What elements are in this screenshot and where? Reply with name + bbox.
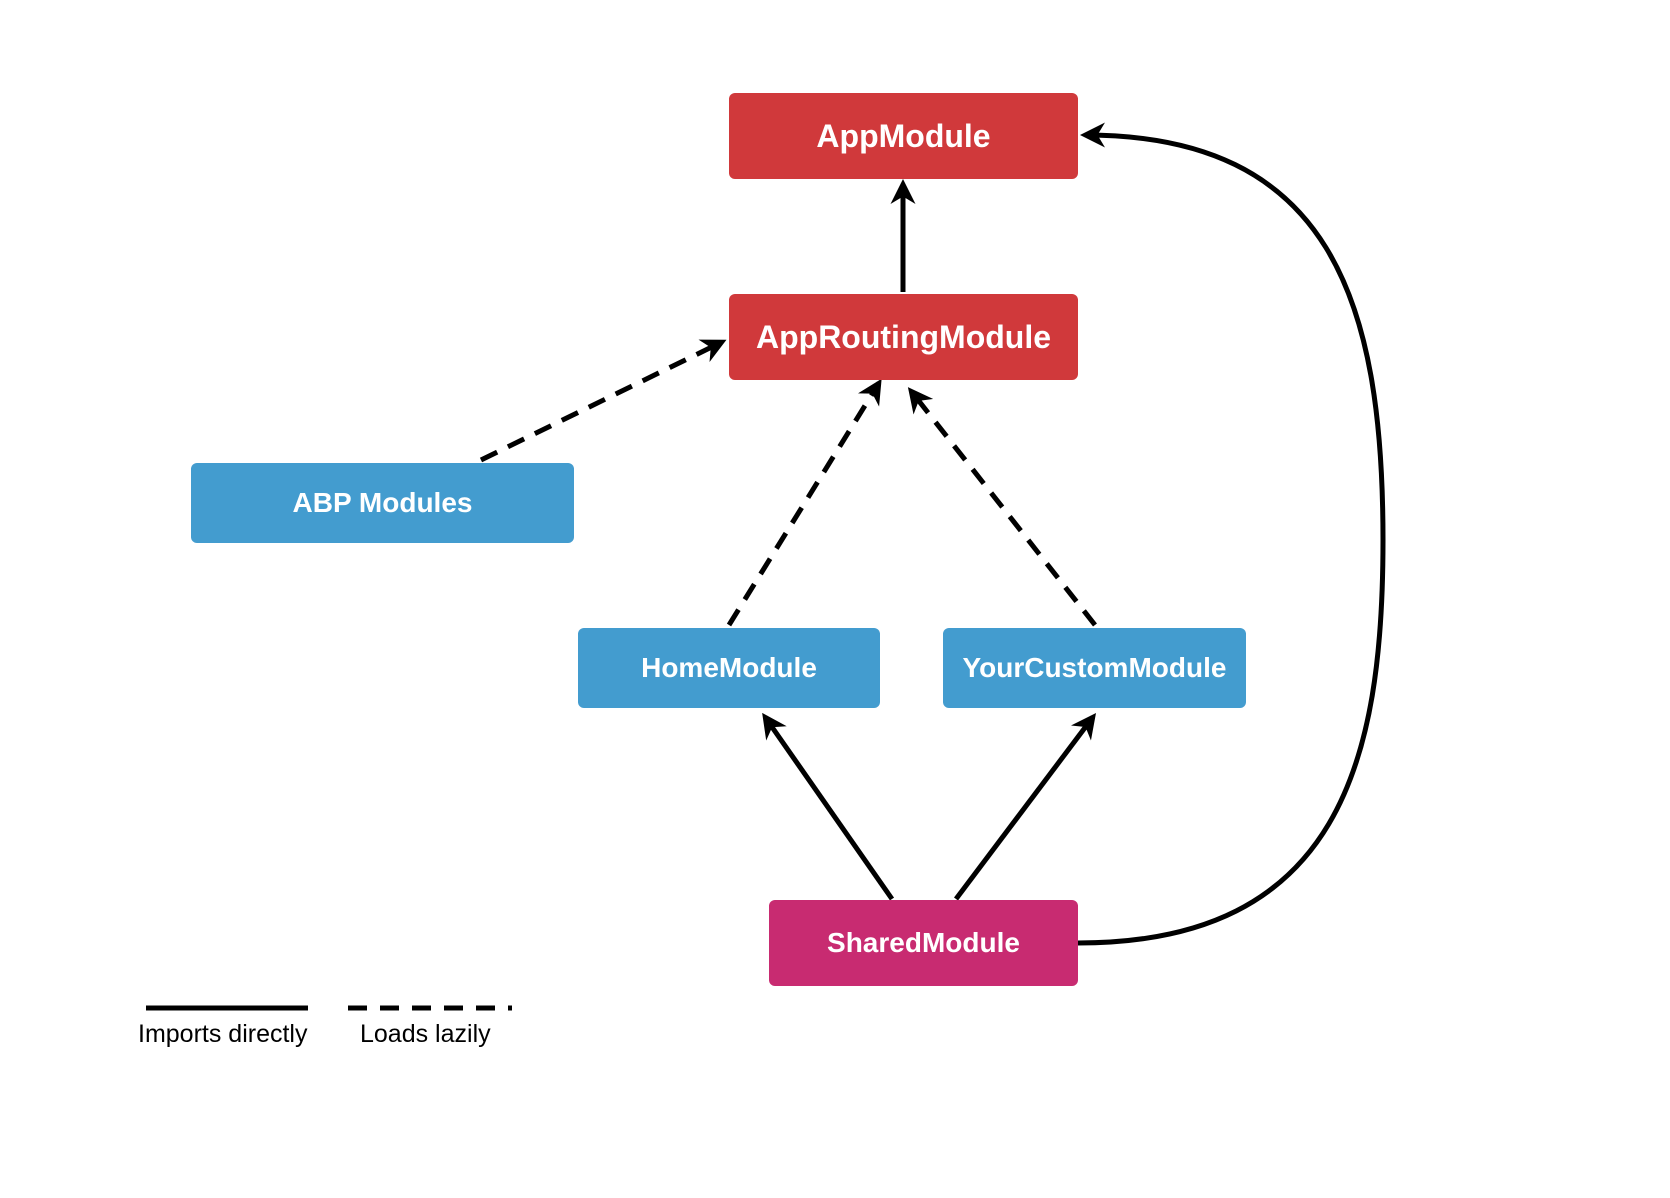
node-app-routing-module-label: AppRoutingModule [755, 318, 1052, 355]
node-shared-module: SharedModule [769, 900, 1078, 986]
node-abp-modules-label: ABP Modules [292, 487, 473, 518]
node-app-module-label: AppModule [816, 117, 991, 154]
edge-custom-to-approuting [907, 387, 1097, 627]
edge-shared-to-home [762, 712, 895, 901]
node-shared-module-label: SharedModule [827, 927, 1020, 958]
node-home-module-label: HomeModule [641, 652, 817, 683]
node-abp-modules: ABP Modules [191, 463, 574, 543]
node-your-custom-module-label: YourCustomModule [962, 652, 1227, 683]
node-your-custom-module: YourCustomModule [943, 628, 1246, 708]
node-app-module: AppModule [729, 93, 1078, 179]
node-app-routing-module: AppRoutingModule [729, 294, 1078, 380]
legend-solid-label: Imports directly [138, 1020, 308, 1048]
legend-dashed-label: Loads lazily [360, 1020, 491, 1048]
edge-shared-to-app [1077, 122, 1386, 946]
edge-abp-to-approuting [479, 339, 727, 463]
edge-home-to-approuting [726, 378, 882, 627]
edge-shared-to-custom [954, 713, 1097, 901]
node-home-module: HomeModule [578, 628, 880, 708]
